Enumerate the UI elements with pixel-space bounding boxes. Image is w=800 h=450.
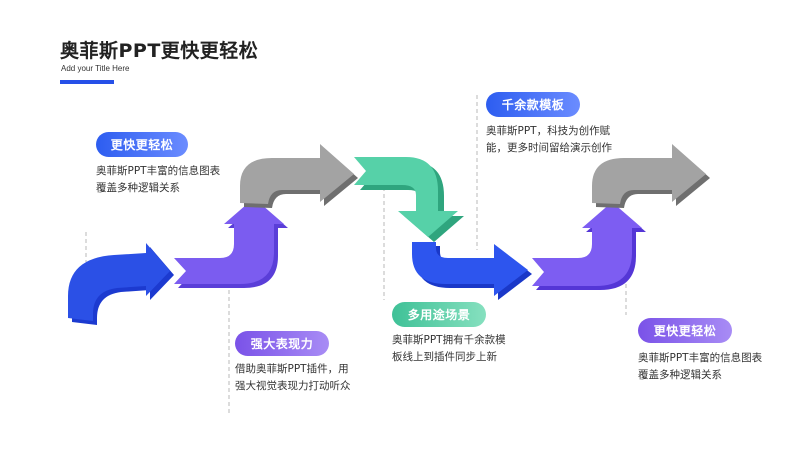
page-subtitle: Add your Title Here	[61, 64, 130, 73]
step-1-description-line-1: 奥菲斯PPT丰富的信息图表	[96, 165, 221, 177]
step-4-description: 奥菲斯PPT拥有千余款模 板线上到插件同步上新	[392, 332, 506, 366]
step-2-description-line-2: 强大视觉表现力打动听众	[235, 380, 351, 392]
title-underline	[60, 80, 114, 84]
step-5-description-line-1: 奥菲斯PPT丰富的信息图表	[638, 352, 763, 364]
step-5-description-line-2: 覆盖多种逻辑关系	[638, 369, 722, 381]
step-3-description-line-1: 奥菲斯PPT，科技为创作赋	[486, 125, 611, 137]
step-1-description-line-2: 覆盖多种逻辑关系	[96, 182, 180, 194]
step-5-label: 更快更轻松	[638, 318, 732, 343]
arrow-shape-gray-3	[240, 144, 358, 208]
arrow-shape-gray-7	[592, 144, 710, 208]
step-5-description: 奥菲斯PPT丰富的信息图表 覆盖多种逻辑关系	[638, 350, 762, 384]
step-1-label: 更快更轻松	[96, 132, 188, 157]
step-3-label: 千余款模板	[486, 92, 580, 117]
step-4-description-line-1: 奥菲斯PPT拥有千余款模	[392, 334, 506, 346]
step-4-description-line-2: 板线上到插件同步上新	[392, 351, 497, 363]
step-3-description-line-2: 能，更多时间留给演示创作	[486, 142, 612, 154]
arrow-shape-purple-6	[532, 202, 646, 290]
arrow-shape-green-4	[354, 157, 464, 242]
arrow-shape-blue-5	[412, 242, 532, 300]
step-2-description-line-1: 借助奥菲斯PPT插件，用	[235, 363, 349, 375]
arrow-shape-purple-2	[174, 198, 288, 288]
step-3-description: 奥菲斯PPT，科技为创作赋 能，更多时间留给演示创作	[486, 123, 612, 157]
step-4-label: 多用途场景	[392, 302, 486, 327]
arrow-shape-blue-1	[68, 243, 174, 325]
step-2-label: 强大表现力	[235, 331, 329, 356]
step-2-description: 借助奥菲斯PPT插件，用 强大视觉表现力打动听众	[235, 361, 351, 395]
step-1-description: 奥菲斯PPT丰富的信息图表 覆盖多种逻辑关系	[96, 163, 220, 197]
page-title: 奥菲斯PPT更快更轻松	[60, 40, 259, 62]
